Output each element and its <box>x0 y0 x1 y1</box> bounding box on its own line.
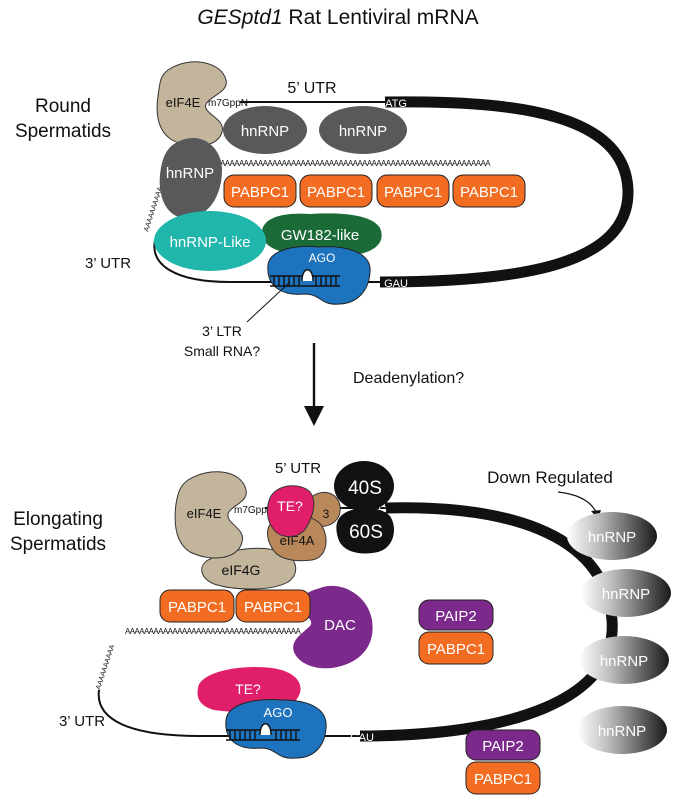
top-gw182-shape <box>261 213 382 257</box>
top-gau-label: GAU <box>384 278 408 290</box>
bottom-ago-shape <box>225 699 327 759</box>
bottom-pabpc1-a <box>418 631 494 665</box>
bottom-pabpc1-b-label: PABPC1 <box>474 771 532 788</box>
bottom-te-top-label: TE? <box>277 498 303 514</box>
top-atg-label: ATG <box>385 98 407 110</box>
down-hnrnp-1 <box>567 512 657 560</box>
top-hnrnp-a <box>223 106 307 154</box>
bottom-stage-label-line2: Spermatids <box>10 534 106 555</box>
bottom-ago-label: AGO <box>264 705 293 720</box>
top-hnrnp-b-label: hnRNP <box>339 123 387 140</box>
down-hnrnp-4-label: hnRNP <box>598 723 646 740</box>
top-pabpc1-1 <box>223 174 297 208</box>
top-eif4e-shape <box>156 61 227 147</box>
bottom-te-top-shape <box>266 485 315 537</box>
bottom-stage-label-line1: Elongating <box>13 509 103 530</box>
top-pabpc1-3-label: PABPC1 <box>384 184 442 201</box>
top-pabpc1-2 <box>299 174 373 208</box>
top-hnrnp-like-label: hnRNP-Like <box>170 234 251 251</box>
down-hnrnp-2 <box>581 569 671 617</box>
bottom-eif4e-shape <box>174 471 247 559</box>
top-hnrnp-a-label: hnRNP <box>241 123 289 140</box>
title-rest: Rat Lentiviral mRNA <box>283 6 479 29</box>
bottom-cap-label: m7GppN <box>234 505 274 516</box>
bottom-pabpc1-1 <box>159 589 235 623</box>
bottom-polya-curve: AAAAAAAAAA <box>95 644 116 691</box>
bottom-utr3-label: 3’ UTR <box>59 713 105 730</box>
gene-name: GESptd1 <box>197 6 282 29</box>
bottom-polya-tail: AAAAAAAAAAAAAAAAAAAAAAAAAAAAAAAAAAAAA <box>125 627 301 636</box>
top-ltr-pointer <box>246 281 291 323</box>
top-gw182-label: GW182-like <box>281 227 359 244</box>
bottom-utr3-line <box>97 689 362 737</box>
bottom-dac-shape <box>293 585 373 669</box>
top-mrna-coding-region <box>379 96 634 288</box>
top-utr3-line <box>153 239 385 283</box>
top-eif4e-label: eIF4E <box>166 95 201 110</box>
top-hnrnp-like <box>154 211 266 271</box>
top-pabpc1-3 <box>376 174 450 208</box>
bottom-te-bottom-label: TE? <box>235 681 261 697</box>
bottom-bulge <box>259 723 272 736</box>
top-bulge <box>301 269 314 282</box>
top-utr5-label: 5’ UTR <box>287 80 336 97</box>
deadenylation-label: Deadenylation? <box>353 370 464 387</box>
bottom-gau-label: GAU <box>350 732 374 744</box>
deadenylation-arrow <box>304 343 324 426</box>
bottom-paip2-b-label: PAIP2 <box>482 738 523 755</box>
top-pabpc1-1-label: PABPC1 <box>231 184 289 201</box>
bottom-mrna-coding-region <box>359 502 618 742</box>
top-utr3-label: 3’ UTR <box>85 255 131 272</box>
bottom-eif4e-label: eIF4E <box>187 506 222 521</box>
bottom-pabpc1-b <box>465 761 541 795</box>
bottom-pabpc1-1-label: PABPC1 <box>168 599 226 616</box>
bottom-pabpc1-2-label: PABPC1 <box>244 599 302 616</box>
down-regulated-label: Down Regulated <box>487 468 613 487</box>
bottom-ribosome-40s <box>334 461 394 511</box>
bottom-ribosome-40s-label: 40S <box>348 478 382 499</box>
top-hnrnp-c <box>159 138 222 218</box>
diagram-title: GESptd1 Rat Lentiviral mRNA <box>197 6 478 29</box>
bottom-paip2-a-label: PAIP2 <box>435 608 476 625</box>
top-polya-tail: AAAAAAAAAAAAAAAAAAAAAAAAAAAAAAAAAAAAAAAA… <box>220 159 491 168</box>
top-ltr-label-line2: Small RNA? <box>184 343 260 359</box>
bottom-ribosome-60s-label: 60S <box>349 522 383 543</box>
down-regulated-arrow <box>557 491 597 513</box>
top-pabpc1-4-label: PABPC1 <box>460 184 518 201</box>
down-hnrnp-4 <box>577 706 667 754</box>
bottom-paip2-b <box>465 729 541 761</box>
bottom-eif4g-label: eIF4G <box>222 562 261 578</box>
bottom-small-rna-duplex <box>226 729 300 741</box>
bottom-pabpc1-2 <box>235 589 311 623</box>
down-hnrnp-2-label: hnRNP <box>602 586 650 603</box>
down-hnrnp-1-label: hnRNP <box>588 529 636 546</box>
down-hnrnp-3 <box>579 636 669 684</box>
bottom-pabpc1-a-label: PABPC1 <box>427 641 485 658</box>
bottom-panel: Elongating Spermatids 5’ UTR 3’ UTR ATG … <box>10 460 671 795</box>
top-ago-label: AGO <box>309 251 336 265</box>
down-hnrnp-3-label: hnRNP <box>600 653 648 670</box>
bottom-paip2-a <box>418 599 494 631</box>
top-panel: Round Spermatids 5’ UTR 3’ UTR ATG GAU A… <box>15 61 634 359</box>
bottom-eif3-label: 3 <box>323 507 330 521</box>
bottom-utr5-label: 5’ UTR <box>275 460 321 477</box>
top-pabpc1-4 <box>452 174 526 208</box>
bottom-eif4g-shape <box>201 547 297 590</box>
bottom-ribosome-60s <box>336 508 394 554</box>
top-pabpc1-2-label: PABPC1 <box>307 184 365 201</box>
top-stage-label-line2: Spermatids <box>15 121 111 142</box>
top-stage-label-line1: Round <box>35 96 91 117</box>
top-hnrnp-c-label: hnRNP <box>166 165 214 182</box>
top-ltr-label-line1: 3’ LTR <box>202 323 242 339</box>
top-cap-label: m7GppN <box>208 98 248 109</box>
top-hnrnp-b <box>319 106 407 154</box>
bottom-dac-label: DAC <box>324 617 356 634</box>
